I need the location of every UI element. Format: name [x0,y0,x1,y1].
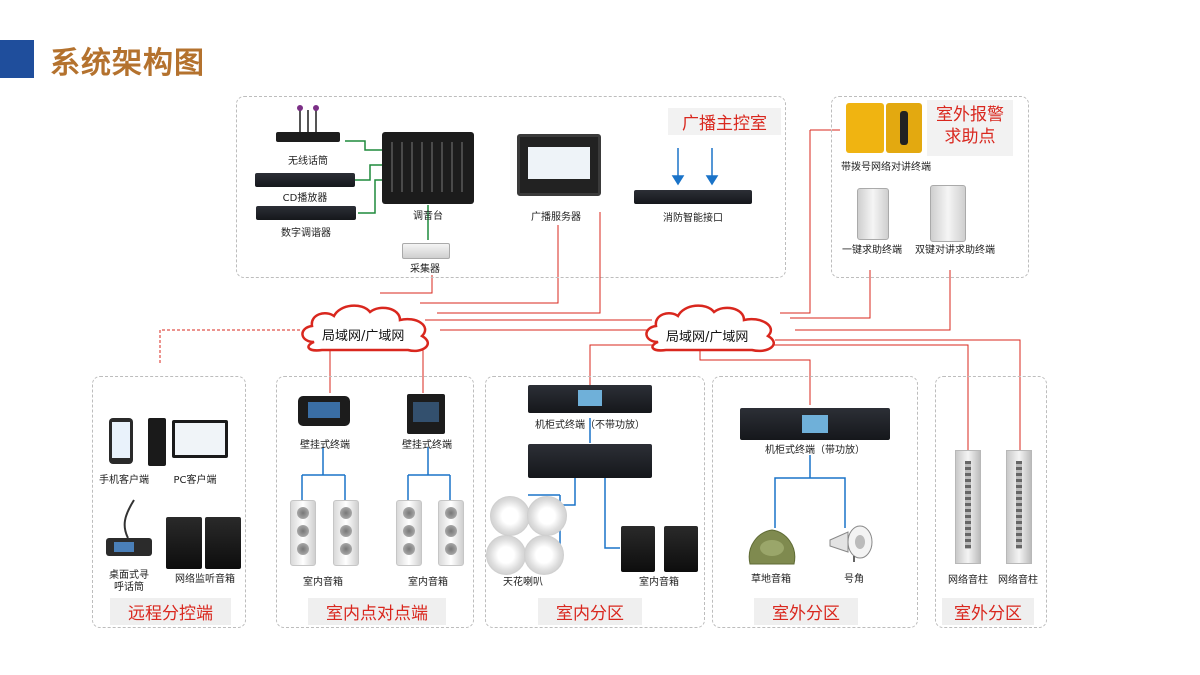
indoor-zone [485,376,705,628]
ceiling-speaker-1 [490,496,530,536]
outdoor-zone-title: 室外分区 [754,598,858,625]
dual-key-device [930,185,966,242]
server-label: 广播服务器 [531,212,581,223]
p2p-zone-title: 室内点对点端 [308,598,446,625]
alarm-title-line1: 室外报警 [936,105,1004,125]
title-accent-bar [0,40,34,78]
wall-terminal-right-label: 壁挂式终端 [402,440,452,451]
indoor-speaker-3 [396,500,422,566]
remote-zone-title: 远程分控端 [110,598,231,625]
rack-terminal-amp-label: 机柜式终端（带功放） [765,445,865,456]
rack-terminal-amp-device [740,408,890,440]
rack-terminal-no-amp-label: 机柜式终端（不带功放） [535,420,645,431]
lawn-speaker-device [746,526,798,568]
pc-label: PC客户端 [173,475,217,486]
yellow-phone-device [886,103,922,153]
monitor-speaker-right [205,517,241,569]
cloud-right-label: 局域网/广域网 [666,330,749,345]
cloud-left-label: 局域网/广域网 [322,329,405,344]
yellow-intercom-device [846,103,884,153]
monitor-speaker-label: 网络监听音箱 [175,574,235,585]
outdoor-column-zone-title: 室外分区 [942,598,1034,625]
network-column-left [955,450,981,564]
network-column-left-label: 网络音柱 [948,575,988,586]
cloud-right [640,298,790,356]
mixer-label: 调音台 [413,211,443,222]
indoor-speaker-right-label: 室内音箱 [408,577,448,588]
lawn-speaker-label: 草地音箱 [751,574,791,585]
wall-terminal-left-device [298,396,350,426]
indoor-box-speaker-2 [664,526,698,572]
desk-mic-label: 桌面式寻 呼话筒 [100,570,158,594]
mobile-label: 手机客户端 [99,475,149,486]
wall-terminal-left-label: 壁挂式终端 [300,440,350,451]
indoor-speaker-4 [438,500,464,566]
mobile-device [109,418,133,464]
alarm-title: 室外报警 求助点 [927,100,1013,156]
alarm-title-line2: 求助点 [944,127,996,147]
horn-speaker-device [824,522,880,564]
remote-zone [92,376,246,628]
pc-tower [148,418,166,466]
network-column-right-label: 网络音柱 [998,575,1038,586]
monitor-speaker-left [166,517,202,569]
wireless-mic-device [272,104,344,144]
ceiling-speaker-2 [527,496,567,536]
dual-key-label: 双键对讲求助终端 [915,245,995,256]
ceiling-speaker-label: 天花喇叭 [503,577,543,588]
fire-interface-device [634,190,752,204]
cd-player-device [255,173,355,187]
amplifier-device [528,444,652,478]
cd-player-label: CD播放器 [282,193,328,204]
indoor-speaker-2 [333,500,359,566]
tuner-label: 数字调谐器 [281,228,331,239]
wall-terminal-right-device [407,394,445,434]
collector-label: 采集器 [410,264,440,275]
alarm-zone [831,96,1029,278]
indoor-speaker-1 [290,500,316,566]
page-title: 系统架构图 [50,46,205,81]
desk-mic-device [104,496,154,558]
indoor-box-speaker-label: 室内音箱 [639,577,679,588]
p2p-zone [276,376,474,628]
indoor-speaker-left-label: 室内音箱 [303,577,343,588]
pc-monitor [172,420,228,458]
rack-terminal-no-amp-device [528,385,652,413]
wireless-mic-label: 无线话筒 [288,156,328,167]
collector-device [402,243,450,259]
tuner-device [256,206,356,220]
dial-intercom-label: 带拨号网络对讲终端 [841,162,931,173]
outdoor-column-zone [935,376,1047,628]
one-key-label: 一键求助终端 [842,245,902,256]
fire-interface-label: 消防智能接口 [663,213,723,224]
desk-mic-label-line1: 桌面式寻 [109,570,149,581]
network-column-right [1006,450,1032,564]
horn-label: 号角 [844,574,864,585]
outdoor-zone [712,376,918,628]
one-key-device [857,188,889,240]
master-room-title: 广播主控室 [668,108,781,135]
master-control-room [236,96,786,278]
cloud-left [296,300,444,356]
indoor-zone-title: 室内分区 [538,598,642,625]
indoor-box-speaker-1 [621,526,655,572]
mixer-device [382,132,474,204]
ceiling-speaker-3 [486,535,526,575]
server-device [517,134,601,196]
ceiling-speaker-4 [524,535,564,575]
desk-mic-label-line2: 呼话筒 [114,582,144,593]
